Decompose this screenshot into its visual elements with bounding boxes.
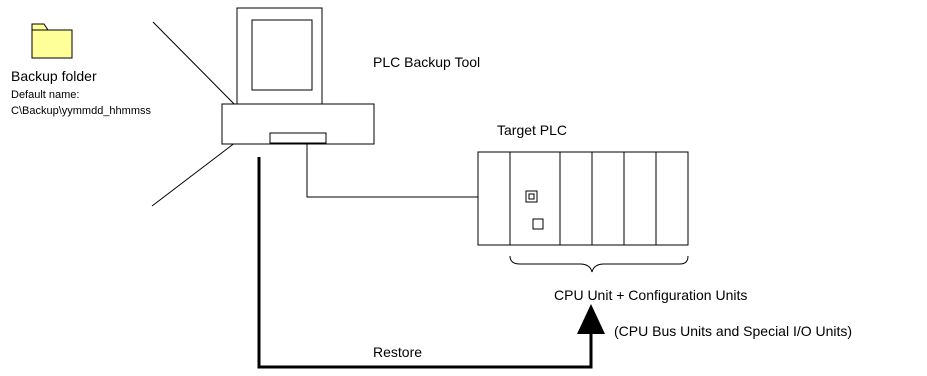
plc-indicator: [532, 218, 544, 230]
backup-folder-default-path: C\Backup\yymmdd_hhmmss: [11, 105, 151, 117]
pc-port: [269, 132, 327, 144]
plc-units-label: CPU Unit + Configuration Units: [554, 287, 748, 303]
folder-icon: [31, 23, 73, 59]
monitor-screen: [251, 19, 313, 91]
plc-port: [525, 190, 538, 203]
diagonal-line-lower: [151, 138, 241, 207]
connection-cable: [306, 143, 526, 198]
restore-arrowhead: [577, 304, 605, 334]
units-brace: [509, 255, 689, 273]
plc-rack: [477, 151, 689, 246]
plc-title: Target PLC: [497, 122, 568, 138]
computer-icon: [221, 7, 375, 145]
backup-folder-title: Backup folder: [11, 68, 97, 84]
restore-label: Restore: [373, 344, 423, 360]
diagonal-line-upper: [152, 21, 244, 114]
plc-rack-outline: [477, 151, 689, 246]
restore-path: [257, 157, 593, 369]
pc-tool-label: PLC Backup Tool: [373, 54, 481, 70]
plc-units-note: (CPU Bus Units and Special I/O Units): [614, 323, 853, 339]
backup-folder-default-label: Default name:: [11, 89, 80, 101]
